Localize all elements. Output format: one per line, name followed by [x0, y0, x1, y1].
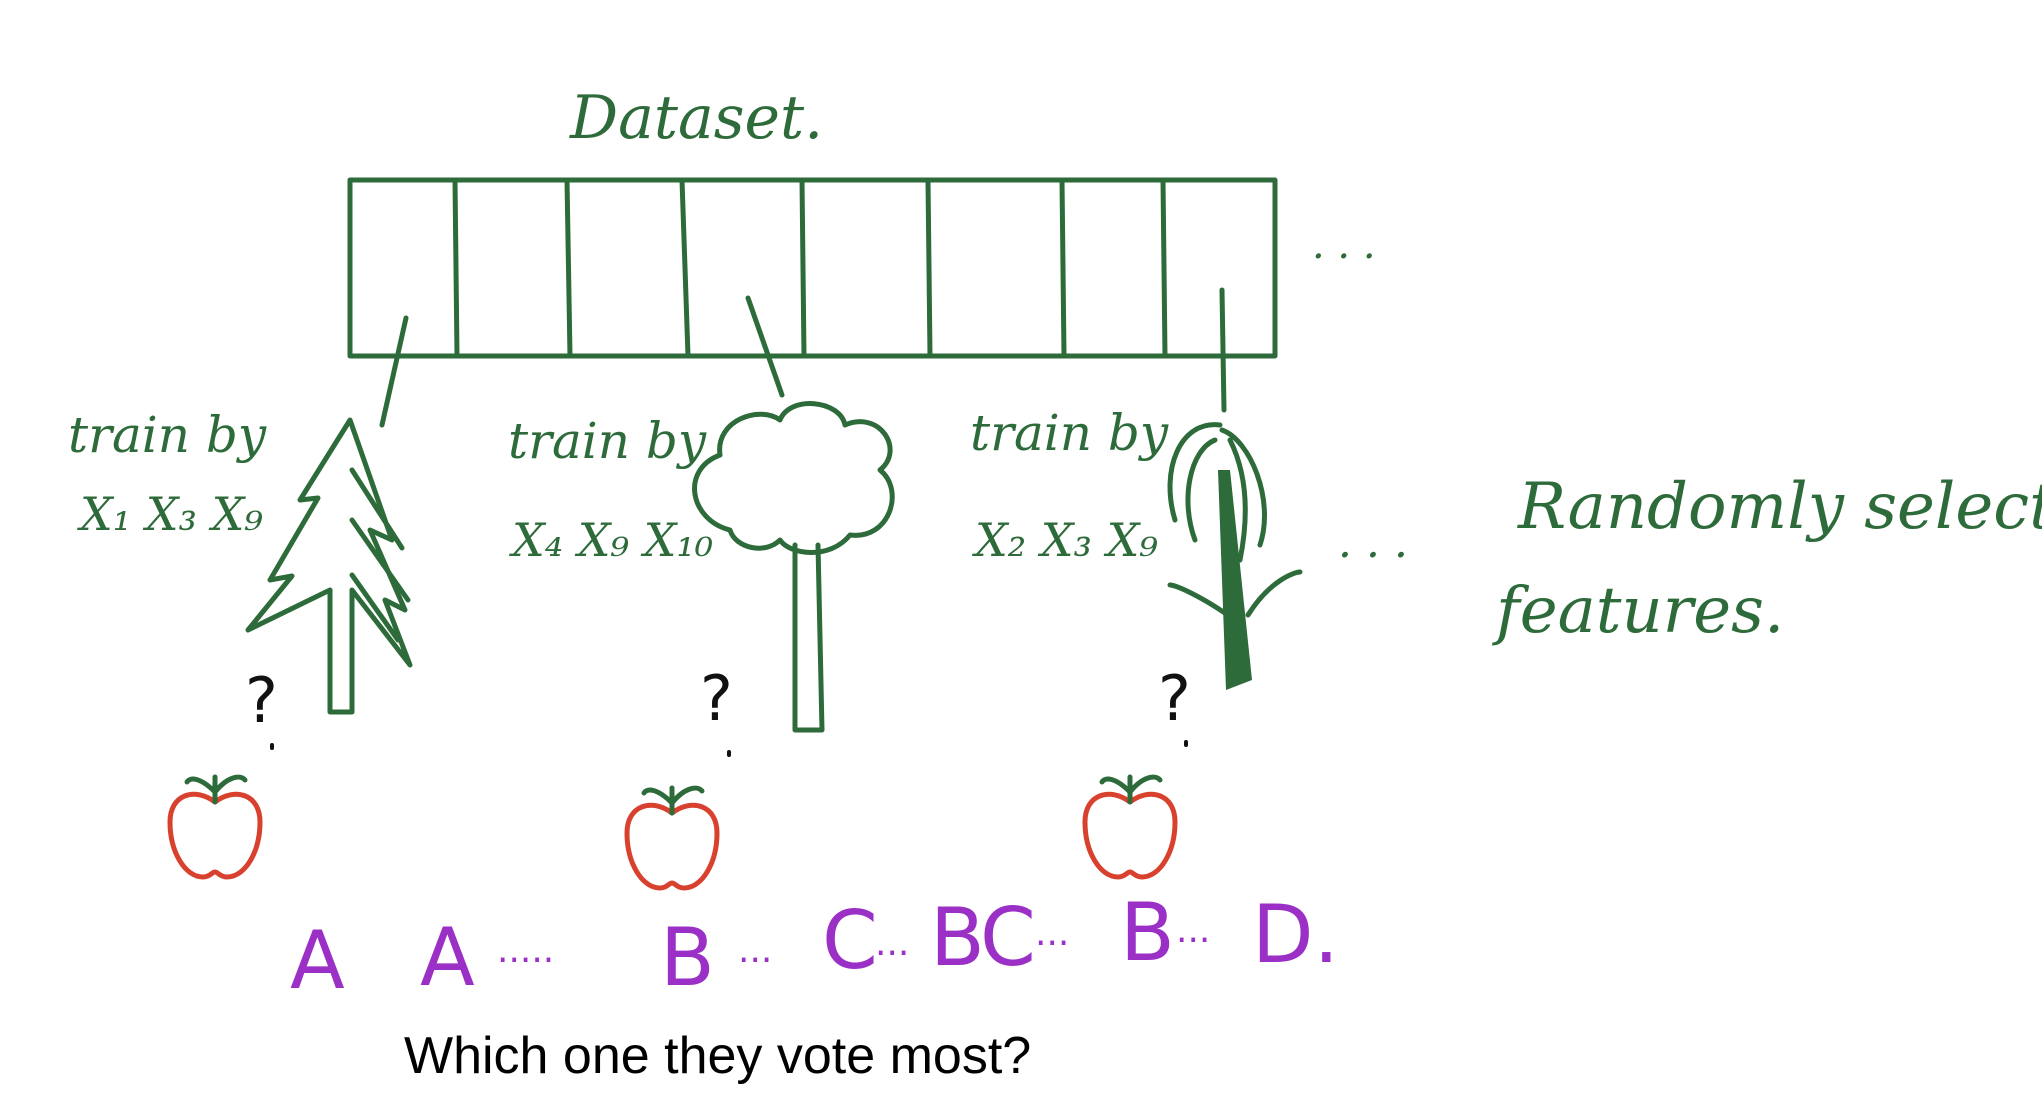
sample-connector [379, 315, 409, 428]
dataset-row [347, 177, 1278, 359]
tree-1-label-line2: X₁ X₃ X₉ [77, 487, 263, 541]
tree-3-label-line2: X₂ X₃ X₉ [972, 513, 1158, 567]
tree-2-question: ? [700, 662, 733, 735]
tree-3-label-line1: train by [970, 404, 1169, 462]
sample-connector [1219, 287, 1227, 413]
trees-ellipsis: · · · [1338, 530, 1408, 581]
caption: Which one they vote most? [404, 1027, 1032, 1085]
dataset-cell-divider [564, 177, 573, 359]
sample-connector [745, 295, 785, 398]
tree-2-label-line2: X₄ X₉ X₁₀ [509, 513, 713, 567]
apple-icon [1082, 774, 1178, 880]
vote-item: ··· [1176, 920, 1210, 961]
dataset-cell-divider [679, 177, 691, 359]
side-note-line2: features. [1492, 574, 1784, 648]
tree-1-question: ? [245, 664, 278, 737]
pine-tree-icon [245, 417, 413, 715]
apple-icon [624, 785, 720, 891]
dataset-ellipsis: · · · [1312, 234, 1376, 280]
vote-item: A [290, 914, 345, 1007]
vote-item: ··· [1035, 923, 1069, 964]
side-note-line1: Randomly select [1517, 470, 2042, 544]
dataset-cell-divider [452, 177, 460, 359]
vote-item: B [1120, 886, 1175, 979]
dataset-cell-divider [799, 177, 807, 359]
vote-item: ····· [497, 940, 554, 981]
vote-sequence: A A ····· B ··· C ··· B C ··· B ··· D. [290, 886, 1339, 1007]
dataset-cell-divider [925, 177, 933, 359]
vote-item: ··· [738, 940, 772, 981]
dataset-cell-divider [1059, 177, 1067, 359]
vote-item: ··· [875, 933, 909, 974]
vote-item: C [822, 894, 878, 987]
vote-item: B [930, 891, 985, 984]
apple-icon [167, 774, 263, 880]
vote-item: B [660, 911, 715, 1004]
vote-item: D. [1252, 888, 1339, 981]
deciduous-tree-icon [692, 401, 895, 733]
dataset-cell-divider [1160, 177, 1168, 359]
tree-1-label-line1: train by [68, 406, 267, 464]
tree-2-label-line1: train by [508, 412, 707, 470]
tree-3-question: ? [1158, 662, 1191, 735]
vote-item: A [420, 911, 475, 1004]
dataset-title: Dataset. [569, 83, 823, 153]
vote-item: C [980, 891, 1036, 984]
palm-tree-icon [1167, 422, 1303, 690]
